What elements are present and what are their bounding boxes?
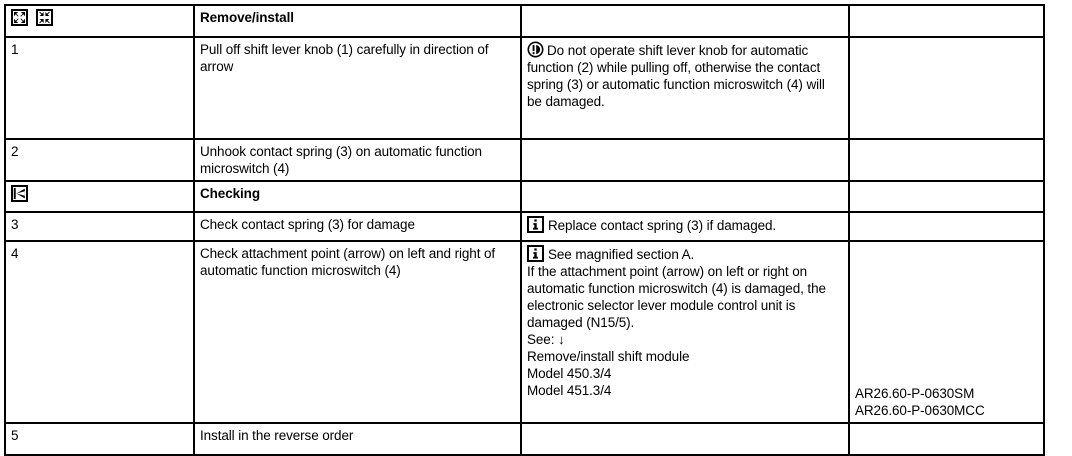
step-operation: Install in the reverse order <box>193 422 522 456</box>
procedure-table: Remove/install 1 Pull off shift lever kn… <box>4 4 1045 456</box>
table-row: 1 Pull off shift lever knob (1) carefull… <box>4 36 1045 140</box>
step-number: 4 <box>4 240 195 424</box>
table-row: 2 Unhook contact spring (3) on automatic… <box>4 138 1045 182</box>
info-icon <box>527 216 544 233</box>
header-note-cell <box>520 4 850 38</box>
step-note <box>520 138 850 182</box>
step-doc <box>848 138 1045 182</box>
step-note: Do not operate shift lever knob for auto… <box>520 36 850 140</box>
section-doc <box>848 180 1045 213</box>
remove-install-icon-b[interactable] <box>35 9 53 26</box>
note-line-magnified: See magnified section A. <box>548 247 695 262</box>
checking-icon[interactable] <box>11 185 28 202</box>
table-row: 3 Check contact spring (3) for damage Re… <box>4 211 1045 242</box>
step-note: Replace contact spring (3) if damaged. <box>520 211 850 242</box>
step-number: 2 <box>4 138 195 182</box>
header-doc-cell <box>848 4 1045 38</box>
header-operation-cell: Remove/install <box>193 4 522 38</box>
step-operation: Unhook contact spring (3) on automatic f… <box>193 138 522 182</box>
table-section-row: Checking <box>4 180 1045 213</box>
step-doc <box>848 36 1045 140</box>
note-line-attachment: If the attachment point (arrow) on left … <box>527 264 826 330</box>
note-line-model-450: Model 450.3/4 <box>527 366 612 381</box>
step-number: 1 <box>4 36 195 140</box>
note-line-shift-module: Remove/install shift module <box>527 349 690 364</box>
section-note <box>520 180 850 213</box>
step-doc <box>848 422 1045 456</box>
step-note: See magnified section A. If the attachme… <box>520 240 850 424</box>
step-note-text: Do not operate shift lever knob for auto… <box>527 43 825 109</box>
step-note <box>520 422 850 456</box>
step-note-text: Replace contact spring (3) if damaged. <box>548 218 777 233</box>
doc-ref-sm[interactable]: AR26.60-P-0630SM <box>855 386 975 401</box>
header-step-cell <box>4 4 195 38</box>
remove-install-icon-a[interactable] <box>11 9 28 26</box>
step-operation: Pull off shift lever knob (1) carefully … <box>193 36 522 140</box>
info-icon <box>527 245 544 262</box>
section-step-cell <box>4 180 195 213</box>
step-number: 5 <box>4 422 195 456</box>
table-row: 4 Check attachment point (arrow) on left… <box>4 240 1045 424</box>
note-line-see: See: ↓ <box>527 332 565 347</box>
step-operation: Check contact spring (3) for damage <box>193 211 522 242</box>
table-row: 5 Install in the reverse order <box>4 422 1045 456</box>
section-title: Checking <box>193 180 522 213</box>
table-header-row: Remove/install <box>4 4 1045 38</box>
step-doc <box>848 211 1045 242</box>
step-operation: Check attachment point (arrow) on left a… <box>193 240 522 424</box>
page-canvas: Remove/install 1 Pull off shift lever kn… <box>4 4 1045 456</box>
caution-icon <box>527 41 544 58</box>
step-doc: AR26.60-P-0630SM AR26.60-P-0630MCC <box>848 240 1045 424</box>
step-number: 3 <box>4 211 195 242</box>
doc-spacer <box>855 245 1038 385</box>
doc-ref-mcc[interactable]: AR26.60-P-0630MCC <box>855 403 985 418</box>
note-line-model-451: Model 451.3/4 <box>527 383 612 398</box>
